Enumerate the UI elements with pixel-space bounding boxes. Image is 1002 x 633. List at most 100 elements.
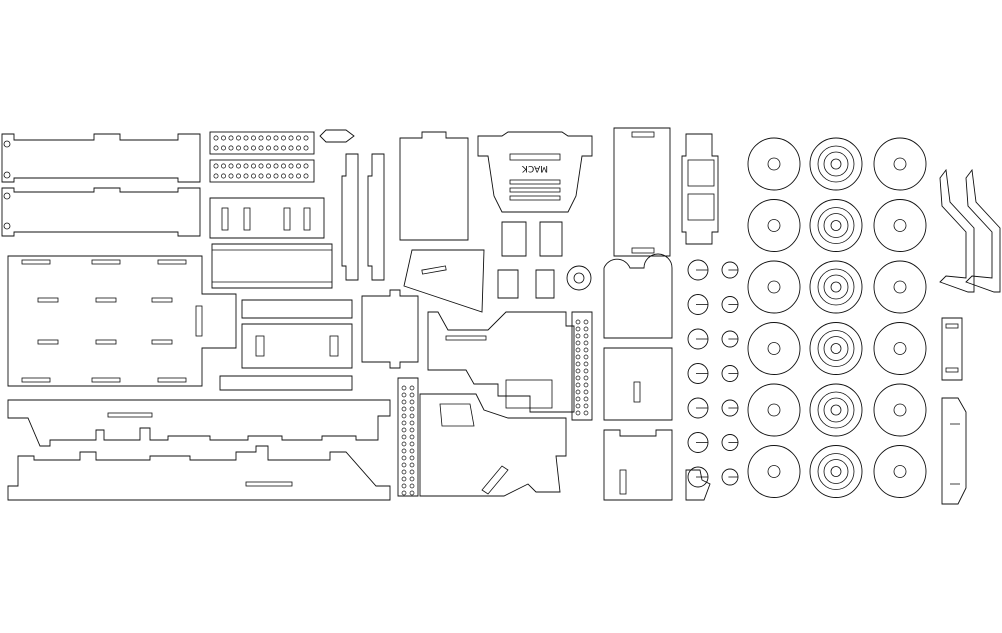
axle-hole bbox=[767, 403, 781, 417]
wheel-rim bbox=[809, 199, 863, 252]
hole bbox=[273, 145, 279, 151]
chassis-frame-lower bbox=[419, 393, 567, 497]
hole bbox=[401, 406, 407, 412]
hole bbox=[258, 163, 264, 169]
hole bbox=[401, 399, 407, 405]
hole bbox=[296, 145, 301, 151]
wheel-hub bbox=[823, 274, 849, 300]
hole bbox=[409, 427, 415, 433]
hole bbox=[266, 135, 271, 141]
hole bbox=[401, 413, 407, 419]
hole bbox=[575, 354, 581, 360]
wheel-hub-ring bbox=[817, 391, 855, 429]
plate-plain bbox=[211, 243, 333, 289]
wheel-rim bbox=[809, 137, 863, 191]
hole bbox=[273, 135, 279, 141]
hole bbox=[303, 173, 309, 179]
hole bbox=[575, 410, 581, 416]
hole bbox=[296, 135, 301, 141]
axle-hole bbox=[830, 158, 842, 170]
hole bbox=[575, 403, 581, 409]
wheel-hub bbox=[823, 459, 849, 484]
hole bbox=[221, 145, 226, 151]
hole bbox=[583, 389, 589, 395]
hole bbox=[409, 476, 415, 482]
hole bbox=[266, 163, 271, 169]
hole bbox=[251, 135, 256, 141]
grille-panel: MACK bbox=[477, 131, 593, 213]
hole bbox=[583, 319, 589, 325]
hole bbox=[236, 163, 241, 169]
hole bbox=[243, 145, 249, 151]
hole bbox=[303, 163, 309, 169]
wheel-hub bbox=[823, 151, 849, 177]
hole bbox=[273, 173, 279, 179]
hole bbox=[251, 173, 256, 179]
axle-hole bbox=[767, 465, 781, 478]
hole bbox=[258, 145, 264, 151]
hole bbox=[409, 385, 415, 391]
hole bbox=[213, 135, 219, 141]
hole bbox=[401, 462, 407, 468]
wheel-hub bbox=[823, 336, 849, 361]
wheel-rim bbox=[873, 322, 927, 375]
hole bbox=[303, 145, 309, 151]
hole bbox=[281, 135, 286, 141]
axle-hole bbox=[767, 157, 781, 171]
wheel-rim bbox=[747, 445, 801, 498]
side-wall-upper bbox=[7, 399, 391, 447]
hole bbox=[401, 420, 407, 426]
hole bbox=[221, 135, 226, 141]
cross-panel bbox=[361, 289, 419, 369]
hole bbox=[303, 135, 309, 141]
seat-back bbox=[603, 253, 673, 339]
wheel-rim bbox=[873, 383, 927, 437]
hole bbox=[575, 368, 581, 374]
hole bbox=[401, 448, 407, 454]
hole bbox=[409, 406, 415, 412]
plate-with-slots bbox=[209, 197, 325, 239]
axle-hole bbox=[767, 280, 781, 294]
hole bbox=[243, 173, 249, 179]
hole bbox=[228, 163, 234, 169]
wheel-rim bbox=[747, 137, 801, 191]
hole bbox=[401, 427, 407, 433]
hole bbox=[575, 333, 581, 339]
hole bbox=[401, 455, 407, 461]
hole bbox=[575, 340, 581, 346]
wheel-rim bbox=[747, 383, 801, 437]
hole bbox=[228, 135, 234, 141]
door-panel bbox=[603, 347, 673, 421]
wheel-rim bbox=[809, 445, 863, 498]
hole bbox=[409, 455, 415, 461]
hole bbox=[288, 173, 294, 179]
hole bbox=[583, 382, 589, 388]
hole bbox=[236, 145, 241, 151]
fender-bracket-right bbox=[965, 168, 1001, 293]
hole bbox=[583, 340, 589, 346]
side-step-small bbox=[941, 317, 963, 381]
wheel-rim bbox=[809, 383, 863, 437]
hole bbox=[401, 434, 407, 440]
hole bbox=[288, 145, 294, 151]
cab-wall bbox=[399, 131, 469, 241]
side-step-tall bbox=[941, 397, 967, 505]
bracket-plate bbox=[241, 299, 353, 369]
hole bbox=[401, 385, 407, 391]
hole bbox=[575, 361, 581, 367]
hole bbox=[401, 476, 407, 482]
wheel-rim bbox=[873, 199, 927, 252]
hole bbox=[288, 135, 294, 141]
hole bbox=[281, 173, 286, 179]
hole bbox=[583, 396, 589, 402]
hole bbox=[228, 173, 234, 179]
hole bbox=[409, 434, 415, 440]
wheel-rim bbox=[873, 137, 927, 191]
dotted-strip-2 bbox=[209, 159, 315, 183]
dotted-post-right bbox=[571, 311, 593, 421]
hole bbox=[258, 173, 264, 179]
hole bbox=[575, 389, 581, 395]
axle-hole bbox=[893, 280, 907, 294]
wheel-hub-ring bbox=[817, 268, 855, 306]
hole bbox=[575, 382, 581, 388]
